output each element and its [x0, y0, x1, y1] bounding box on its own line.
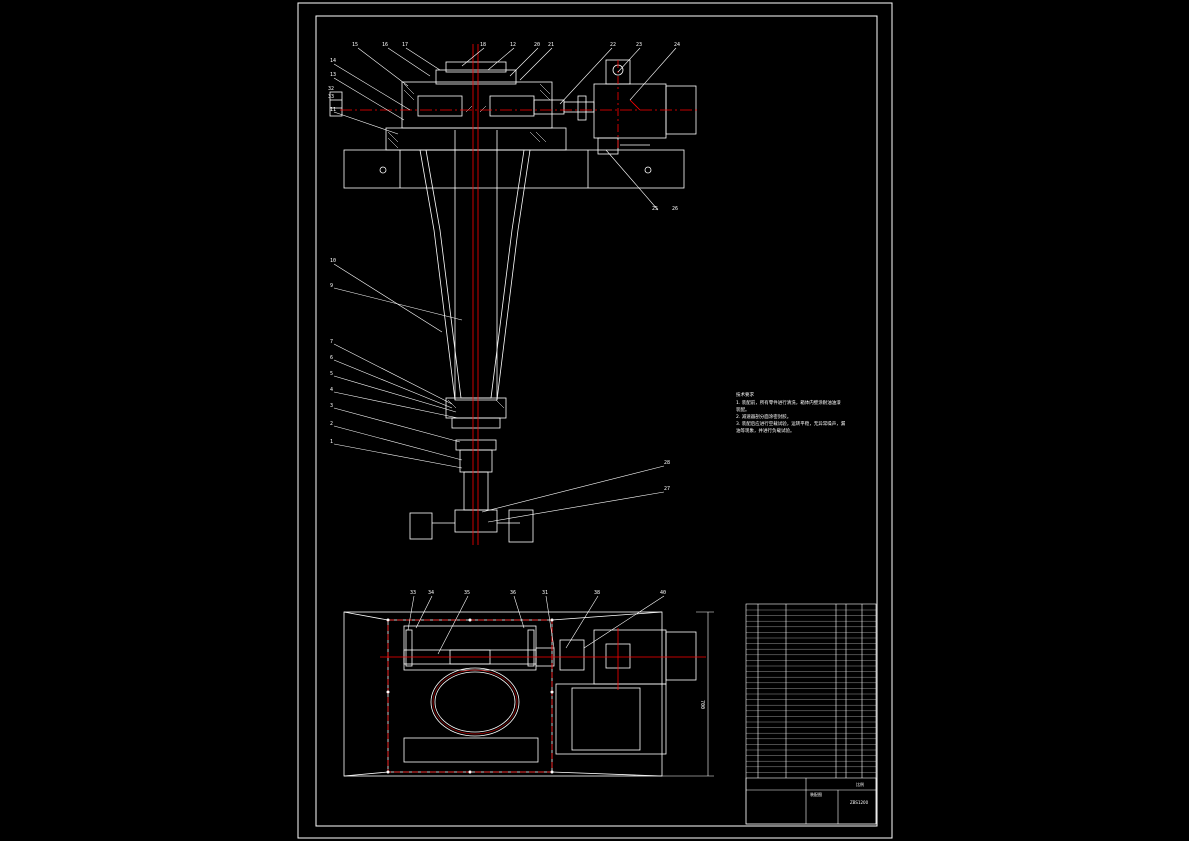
- part-label: 36: [510, 590, 516, 596]
- part-label: 15: [352, 42, 358, 48]
- part-label: 3: [330, 403, 333, 409]
- part-label: 22: [610, 42, 616, 48]
- part-label: 25: [652, 206, 658, 212]
- mixer-hub: [454, 509, 498, 533]
- part-label: 40: [660, 590, 666, 596]
- paddle-left: [409, 512, 433, 540]
- part-label: 9: [330, 283, 333, 289]
- inner-border: [315, 15, 878, 827]
- motor-body: [593, 83, 667, 139]
- part-label: 12: [510, 42, 516, 48]
- plan-rotor-frame: [403, 625, 537, 671]
- plan-leaders: [407, 595, 665, 655]
- hatching: [387, 83, 551, 409]
- part-label: 16: [382, 42, 388, 48]
- part-label: 18: [480, 42, 486, 48]
- bom-table: [745, 603, 877, 825]
- part-label: 26: [672, 206, 678, 212]
- part-label: 2: [330, 421, 333, 427]
- part-label: 28: [664, 460, 670, 466]
- part-label: 4: [330, 387, 333, 393]
- part-label: 1: [330, 439, 333, 445]
- centerlines: [340, 44, 700, 545]
- part-label: 5: [330, 371, 333, 377]
- part-label: 21: [548, 42, 554, 48]
- part-label: 35: [464, 590, 470, 596]
- drawing-number: ZBS1200: [850, 800, 869, 805]
- leader-lines: [333, 47, 677, 523]
- paddle-right: [508, 509, 534, 543]
- part-label: 10: [330, 258, 336, 264]
- tech-notes: 1. 装配前，所有零件进行清洗，箱体内壁涂耐油油漆 装配。2. 减速器剖分面涂密…: [736, 399, 846, 434]
- tech-note-line: 1. 装配前，所有零件进行清洗，箱体内壁涂耐油油漆: [736, 399, 841, 406]
- tech-note-line: 油等现象，并进行负载试验。: [736, 427, 795, 434]
- plan-outer: [343, 611, 663, 777]
- part-label: 6: [330, 355, 333, 361]
- tech-note-line: 装配。: [736, 406, 750, 413]
- cone-housing: [419, 149, 531, 401]
- part-label: 13: [330, 72, 336, 78]
- support-beam: [343, 149, 685, 189]
- part-label: 14: [330, 58, 336, 64]
- part-label: 31: [542, 590, 548, 596]
- gearbox-housing: [401, 81, 553, 129]
- drawing-name: 装配图: [810, 791, 822, 797]
- outer-border: [297, 2, 893, 839]
- dimension-700-label: 700: [699, 700, 705, 709]
- plan-centerlines: [380, 619, 706, 773]
- part-label: 32: [328, 86, 334, 92]
- part-label: 38: [594, 590, 600, 596]
- part-label: 33: [410, 590, 416, 596]
- part-label: 20: [534, 42, 540, 48]
- part-label: 23: [636, 42, 642, 48]
- bom-rows: [746, 609, 876, 773]
- part-label: 27: [664, 486, 670, 492]
- plan-dots: [386, 618, 554, 774]
- part-label: 33: [328, 94, 334, 100]
- scale-label: 比例: [856, 781, 864, 787]
- part-label: 34: [428, 590, 434, 596]
- tech-note-title: 技术要求: [736, 391, 754, 398]
- dimension-700: [662, 611, 714, 777]
- plan-view: [343, 611, 697, 777]
- part-label: 11: [330, 107, 336, 113]
- tech-note-line: 2. 减速器剖分面涂密封胶。: [736, 413, 791, 420]
- tech-note-line: 3. 装配后应进行空载试验，运转平稳，无异常噪声，漏: [736, 420, 846, 427]
- part-label: 7: [330, 339, 333, 345]
- part-label: 24: [674, 42, 680, 48]
- part-label: 17: [402, 42, 408, 48]
